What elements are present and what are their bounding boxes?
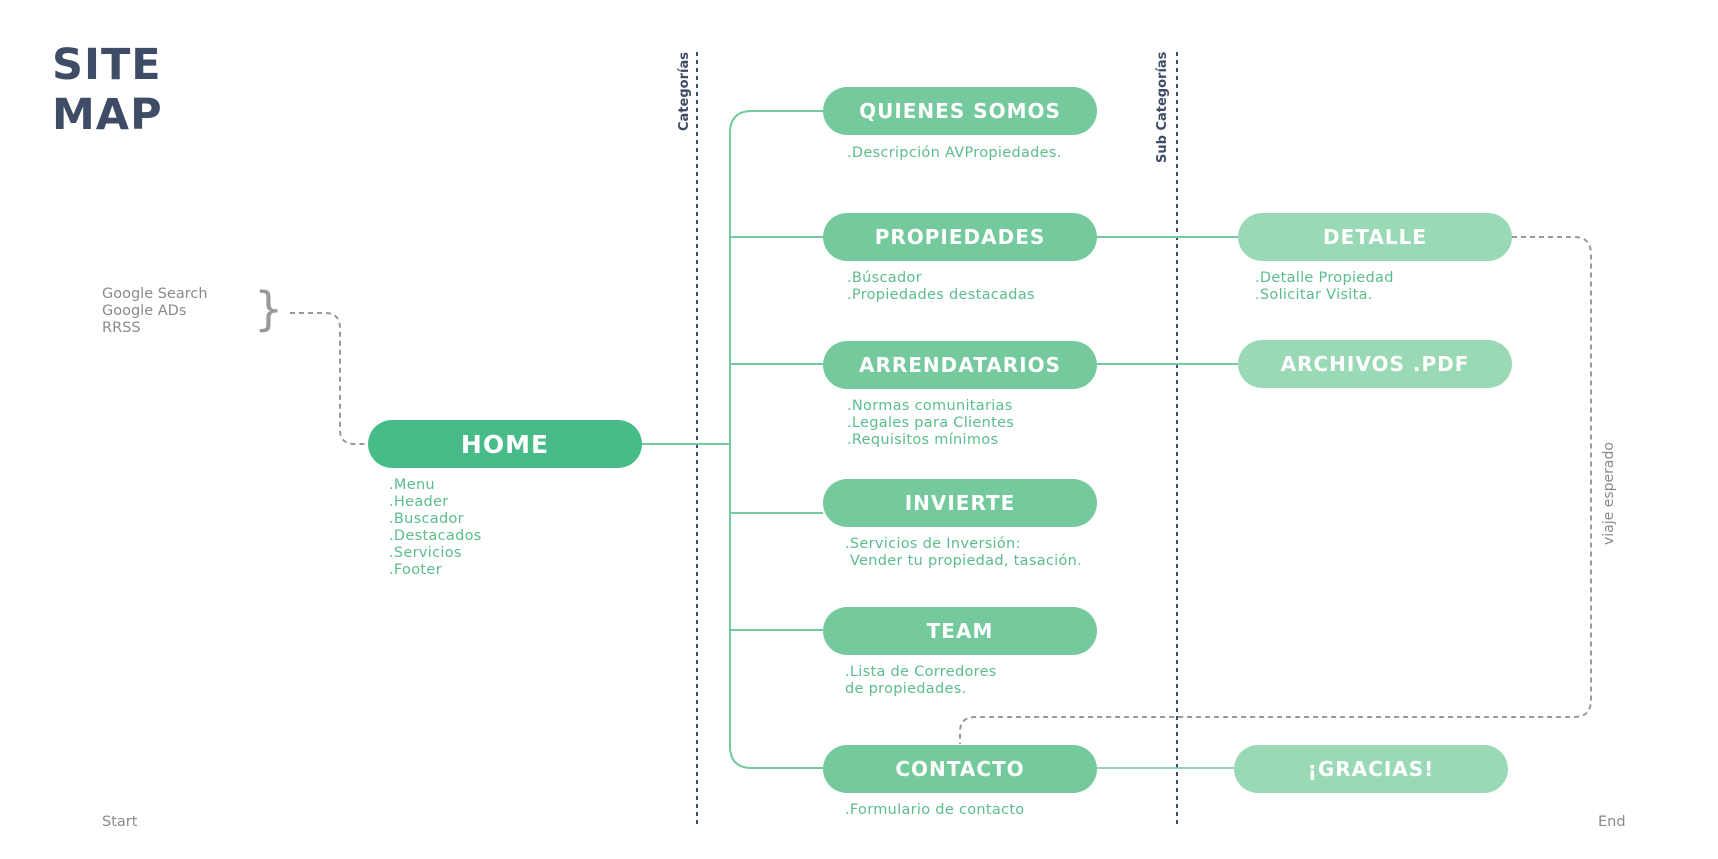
category-arrendatarios-desc: .Normas comunitarias .Legales para Clien… <box>847 398 1015 448</box>
subcategorias-label: Sub Categorías <box>1155 51 1170 163</box>
subcategory-archivos-pdf[interactable]: ARCHIVOS .PDF <box>1238 340 1512 388</box>
category-arrendatarios[interactable]: ARRENDATARIOS <box>823 341 1097 389</box>
home-node[interactable]: HOME <box>368 420 642 468</box>
category-contacto-desc: .Formulario de contacto <box>845 802 1025 818</box>
end-label: End <box>1598 814 1626 830</box>
category-propiedades[interactable]: PROPIEDADES <box>823 213 1097 261</box>
subcategory-detalle-desc: .Detalle Propiedad .Solicitar Visita. <box>1255 270 1394 303</box>
category-contacto[interactable]: CONTACTO <box>823 745 1097 793</box>
category-team-desc: .Lista de Corredores de propiedades. <box>845 664 997 697</box>
title-line-2: MAP <box>52 90 163 140</box>
title-line-1: SITE <box>52 40 162 90</box>
category-team[interactable]: TEAM <box>823 607 1097 655</box>
subcategory-detalle[interactable]: DETALLE <box>1238 213 1512 261</box>
sources-connector <box>290 312 368 445</box>
journey-connector <box>959 236 1592 744</box>
journey-label: viaje esperado <box>1601 442 1617 545</box>
category-quienes-somos-desc: .Descripción AVPropiedades. <box>847 145 1062 161</box>
sources-brace: } <box>254 282 284 336</box>
categorias-label: Categorías <box>677 52 692 131</box>
category-invierte-desc: .Servicios de Inversión: Vender tu propi… <box>845 536 1083 569</box>
start-label: Start <box>102 814 138 830</box>
category-propiedades-desc: .Búscador .Propiedades destacadas <box>847 270 1035 303</box>
traffic-sources: Google Search Google ADs RRSS <box>102 286 208 336</box>
category-quienes-somos[interactable]: QUIENES SOMOS <box>823 87 1097 135</box>
category-invierte[interactable]: INVIERTE <box>823 479 1097 527</box>
home-items: .Menu .Header .Buscador .Destacados .Ser… <box>389 477 482 578</box>
subcategory-gracias[interactable]: ¡GRACIAS! <box>1234 745 1508 793</box>
page-title: SITE MAP <box>52 40 163 140</box>
trunk-line <box>729 110 823 769</box>
